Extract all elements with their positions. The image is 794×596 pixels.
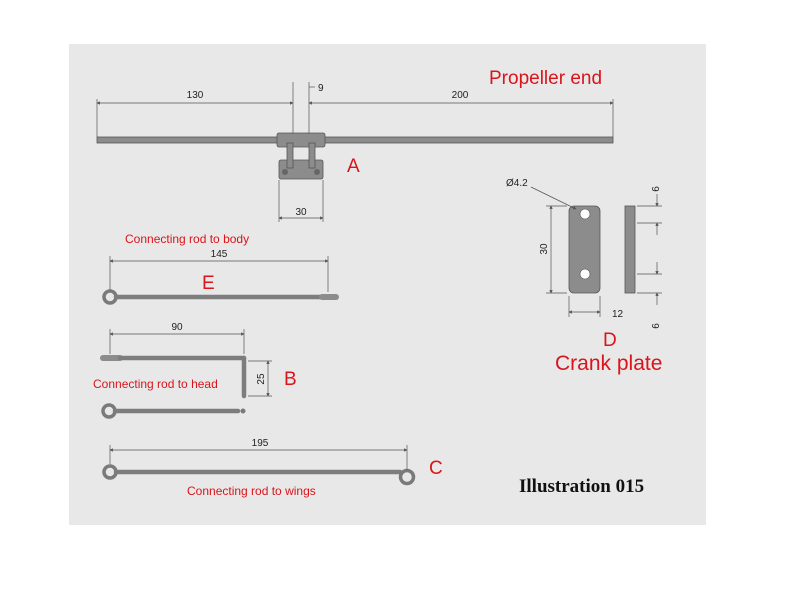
- part-d-plate: [568, 205, 636, 294]
- dim-e-length: 145: [211, 249, 228, 260]
- caption-rod-wings: Connecting rod to wings: [187, 484, 316, 498]
- part-a-shaft: [96, 132, 614, 180]
- part-e-rod: [102, 289, 339, 305]
- letter-a: A: [347, 156, 360, 177]
- part-d-dimensions: Ø4.2 30 12 6 6: [506, 178, 662, 329]
- letter-d: D: [603, 330, 617, 351]
- letter-c: C: [429, 458, 443, 479]
- crank-plate-side: [624, 205, 636, 294]
- letter-b: B: [284, 369, 297, 390]
- illustration-title: Illustration 015: [519, 476, 644, 497]
- letter-e: E: [202, 273, 215, 294]
- caption-rod-body: Connecting rod to body: [125, 232, 249, 246]
- caption-rod-head: Connecting rod to head: [93, 377, 218, 391]
- bearing-block: [276, 132, 326, 148]
- dim-d-width: 12: [612, 309, 624, 320]
- dim-c-length: 195: [252, 438, 269, 449]
- crank-arm-left: [286, 142, 294, 169]
- dim-b-length: 90: [171, 322, 183, 333]
- part-c-dimensions: 195: [109, 438, 408, 470]
- rod-c-eye-right: [398, 468, 416, 486]
- part-e-dimensions: 145: [109, 249, 329, 292]
- crank-bolt-right: [314, 169, 320, 175]
- plate-hole-top: [579, 208, 591, 220]
- plate-hole-bottom: [579, 268, 591, 280]
- rod-b-tip: [240, 408, 246, 414]
- dim-d-top: 6: [651, 186, 662, 192]
- caption-propeller-end: Propeller end: [489, 68, 602, 89]
- dim-a-width: 30: [295, 207, 307, 218]
- dim-a-right: 200: [452, 90, 469, 101]
- dim-d-bottom: 6: [651, 323, 662, 329]
- dim-d-hole: Ø4.2: [506, 178, 528, 189]
- part-b-dimensions: 90 25: [109, 322, 272, 397]
- crank-bolt-left: [282, 169, 288, 175]
- part-c-rod: [102, 464, 416, 486]
- dim-d-height: 30: [539, 243, 550, 255]
- part-a-dimensions: 130 9 200 30: [96, 82, 614, 222]
- caption-crank-plate: Crank plate: [555, 352, 662, 375]
- dim-b-height: 25: [256, 373, 267, 385]
- shaft-bar: [96, 136, 614, 144]
- crank-arm-right: [308, 142, 316, 169]
- dim-a-gap: 9: [318, 83, 324, 94]
- part-b-rod: [100, 355, 247, 419]
- dim-a-left: 130: [187, 90, 204, 101]
- crank-plate-front: [568, 205, 601, 294]
